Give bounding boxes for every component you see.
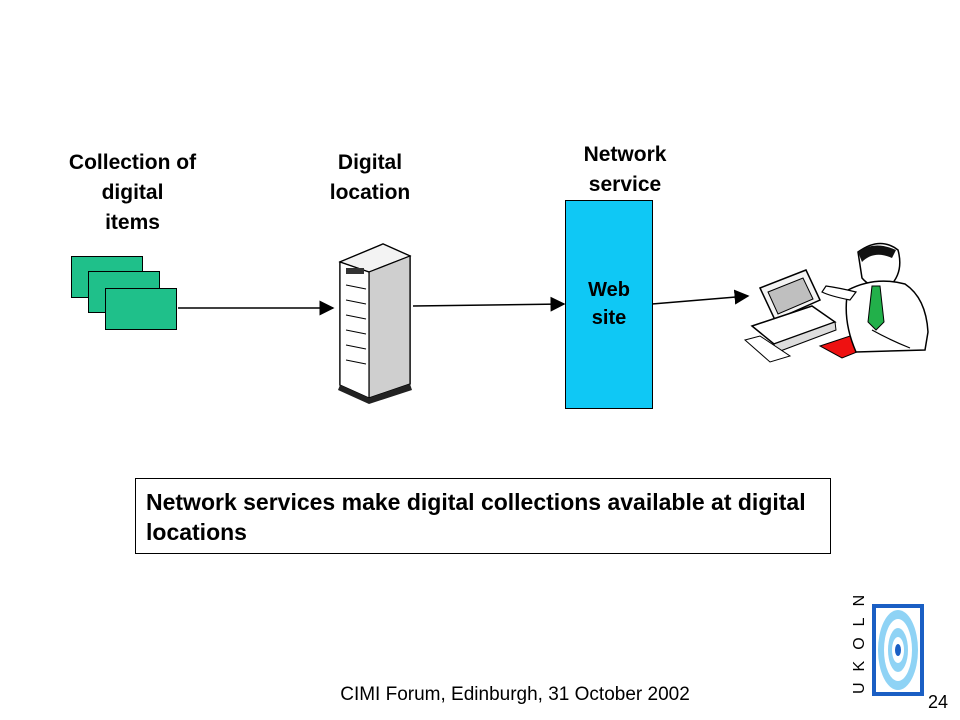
caption-text: Network services make digital collection… [146,489,806,545]
web-site-box: Web site [565,200,653,409]
arrow-location-to-service [412,296,566,312]
caption-box: Network services make digital collection… [135,478,831,554]
network-service-label: Network service [583,143,667,196]
collection-label: Collection of digital items [68,151,197,234]
ukoln-logo: UKOLN [851,584,924,696]
digital-location-label: Digital location [329,151,411,204]
digital-item-icon [105,288,177,330]
user-at-computer-icon [743,242,929,363]
ukoln-logo-text: UKOLN [851,584,868,694]
server-icon [338,243,412,404]
arrow-service-to-user [651,289,750,305]
page-number: 24 [927,692,949,712]
web-site-label: Web site [588,279,630,329]
footer-text: CIMI Forum, Edinburgh, 31 October 2002 [340,684,690,705]
